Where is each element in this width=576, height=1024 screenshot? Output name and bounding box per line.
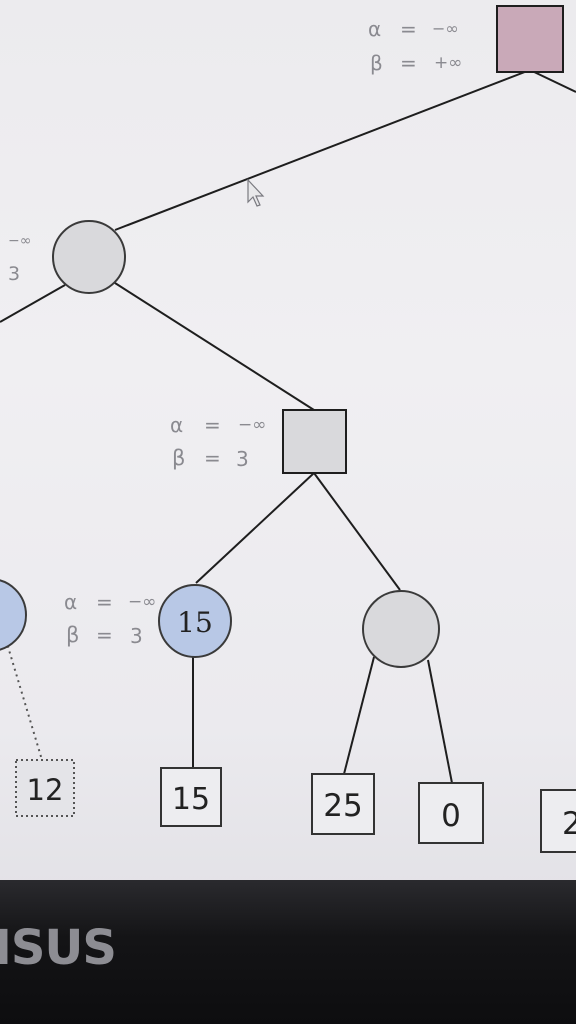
leaf-15-box [160,767,222,827]
edge-root-left-circle [114,69,531,231]
root-beta-eq: = [400,51,417,75]
node15-alpha-value: −∞ [128,592,156,612]
node-15 [158,584,232,658]
mid-max-node [282,409,347,474]
node15-beta-eq: = [96,623,113,647]
node15-alpha-symbol: α [64,590,77,614]
root-max-node [496,5,564,73]
edge-right-circle-leaf25 [343,656,375,775]
mid-alpha-eq: = [204,413,221,437]
leaf-2-box [540,789,576,853]
leaf-25-value: 25 [323,788,362,824]
monitor-brand-logo: ISUS [0,920,116,976]
monitor-bezel [0,880,576,1024]
edge-left-circle-offscreen [0,284,66,323]
leaf-12-box [15,759,75,817]
edge-mid-square-right-circle [313,472,401,591]
leaf-12-value: 12 [27,773,64,807]
mid-alpha-value: −∞ [238,415,266,435]
edge-root-right [529,69,576,93]
edge-mid-square-node15 [195,472,315,584]
leaf-15-value: 15 [172,782,210,817]
root-alpha-symbol: α [368,17,381,41]
edge-right-circle-leaf0 [427,659,453,784]
right-min-node [362,590,440,668]
left-node-beta-value: 3 [8,263,20,285]
mid-beta-symbol: β [172,446,185,470]
root-alpha-value: −∞ [432,19,459,38]
node-15-value: 15 [177,606,213,639]
edge-pruned-dotted [5,639,43,761]
offscreen-blue-node [0,579,27,651]
root-beta-symbol: β [370,51,383,75]
node15-alpha-eq: = [96,590,113,614]
leaf-2-value: 2 [562,806,576,842]
mid-alpha-symbol: α [170,413,183,437]
node15-beta-value: 3 [130,624,143,648]
mouse-cursor-icon [247,178,265,207]
root-beta-value: +∞ [434,53,462,73]
root-alpha-eq: = [400,17,417,41]
left-node-alpha-value: −∞ [8,233,31,249]
node15-beta-symbol: β [66,623,79,647]
leaf-0-box [418,782,484,844]
mid-beta-eq: = [204,446,221,470]
mid-beta-value: 3 [236,447,249,471]
edge-left-circle-mid-square [114,282,315,411]
left-min-node [52,220,126,294]
leaf-25-box [311,773,375,835]
leaf-0-value: 0 [441,798,461,834]
